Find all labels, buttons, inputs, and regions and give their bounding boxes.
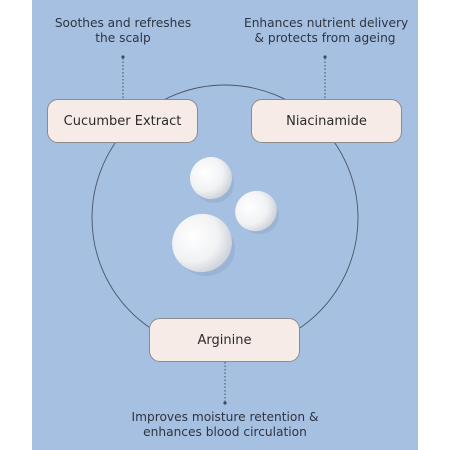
connector-arginine-dot bbox=[223, 401, 227, 405]
benefit-line: the scalp bbox=[95, 31, 151, 45]
bead-right bbox=[235, 190, 277, 232]
benefit-line: Enhances nutrient delivery bbox=[244, 16, 409, 30]
benefit-caption-arginine: Improves moisture retention & enhances b… bbox=[126, 410, 324, 440]
benefit-line: Soothes and refreshes bbox=[54, 16, 192, 30]
ingredient-name: Cucumber Extract bbox=[63, 113, 182, 129]
benefit-line: Improves moisture retention & bbox=[131, 410, 319, 424]
bead-large bbox=[172, 213, 232, 273]
connector-niacinamide-dot bbox=[323, 55, 327, 59]
ingredient-name: Arginine bbox=[197, 332, 252, 348]
benefit-line: & protects from ageing bbox=[254, 31, 396, 45]
ingredient-pill-arginine: Arginine bbox=[149, 318, 300, 362]
benefit-caption-cucumber: Soothes and refreshes the scalp bbox=[52, 16, 194, 46]
connector-cucumber-dot bbox=[121, 55, 125, 59]
ingredient-pill-niacinamide: Niacinamide bbox=[251, 99, 402, 143]
ingredient-pill-cucumber-extract: Cucumber Extract bbox=[47, 99, 198, 143]
benefit-line: enhances blood circulation bbox=[143, 425, 307, 439]
ingredient-name: Niacinamide bbox=[286, 113, 367, 129]
bead-top bbox=[190, 157, 232, 199]
beads-illustration bbox=[172, 157, 279, 276]
benefit-caption-niacinamide: Enhances nutrient delivery & protects fr… bbox=[244, 16, 409, 46]
